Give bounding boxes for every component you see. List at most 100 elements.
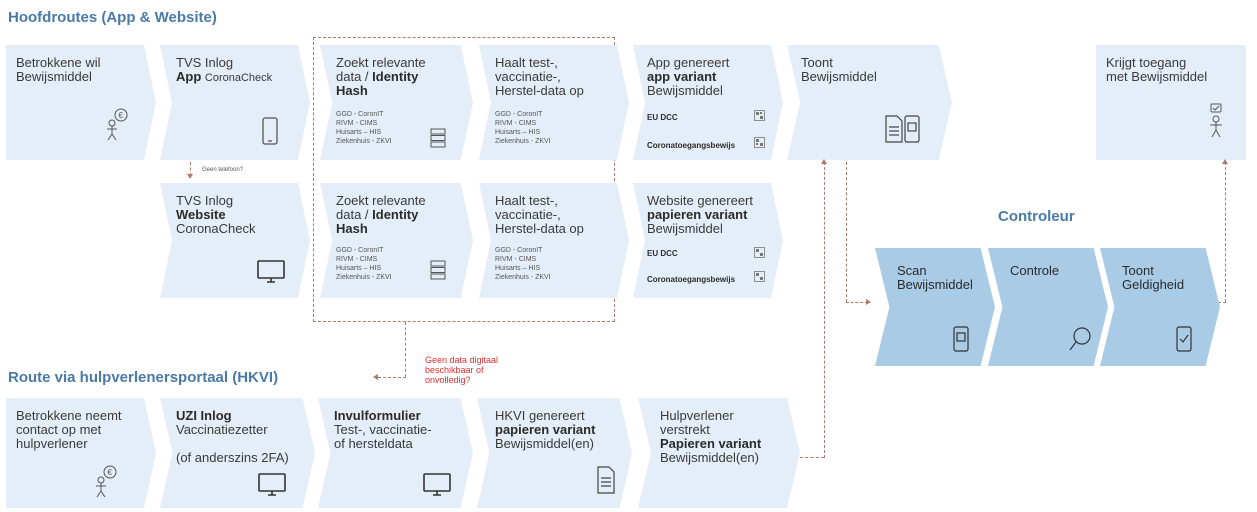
hkvi-gen-l2: papieren variant — [495, 422, 596, 437]
qr-icon — [754, 137, 765, 148]
invul-l3: of hersteldata — [334, 436, 413, 451]
source-list: GGD - CoronIT RIVM - CIMS Huisarts – HIS… — [336, 246, 392, 282]
source-item: GGD - CoronIT — [336, 247, 384, 254]
hkvi-step-invulformulier: Invulformulier Test-, vaccinatie- of her… — [318, 398, 473, 508]
step-website-genereert: Website genereert papieren variant Bewij… — [633, 183, 783, 298]
toont-l1: Toont — [801, 55, 833, 70]
main-route-title: Hoofdroutes (App & Website) — [8, 9, 217, 26]
hulp-l4: Bewijsmiddel(en) — [660, 450, 759, 465]
web-gen-l3: Bewijsmiddel — [647, 221, 723, 236]
geen-telefoon-label: Geen telefoon? — [202, 167, 244, 173]
document-icon — [885, 115, 921, 143]
betrokkene-label: Betrokkene wil Bewijsmiddel — [16, 55, 101, 84]
zoekt-l1: Zoekt relevante — [336, 193, 426, 208]
tvs-web-l1: TVS Inlog — [176, 193, 234, 208]
step-betrokkene: Betrokkene wil Bewijsmiddel € — [6, 45, 156, 160]
haalt-l3: Herstel-data op — [495, 221, 584, 236]
source-item: Ziekenhuis - ZKVI — [495, 274, 551, 281]
qr-icon — [754, 110, 765, 121]
source-item: Huisarts – HIS — [495, 129, 541, 136]
source-item: RIVM - CIMS — [495, 256, 537, 263]
haalt-l2: vaccinatie-, — [495, 207, 561, 222]
krijgt-l2: met Bewijsmiddel — [1106, 69, 1208, 84]
geldig-l2: Geldigheid — [1122, 277, 1185, 292]
hulp-l2: verstrekt — [660, 422, 710, 437]
step-controle: Controle — [988, 248, 1108, 366]
haalt-l1: Haalt test-, — [495, 55, 558, 70]
hkvi-step-uzi: UZI Inlog Vaccinatiezetter (of anderszin… — [160, 398, 315, 508]
source-item: GGD - CoronIT — [336, 111, 384, 118]
monitor-icon — [422, 472, 452, 498]
web-gen-l2: papieren variant — [647, 207, 748, 222]
source-item: RIVM - CIMS — [336, 120, 378, 127]
hkvi-betrokkene-l1: Betrokkene neemt — [16, 408, 122, 423]
tvs-app-l2a: App — [176, 69, 202, 84]
tvs-app-l2b: CoronaCheck — [204, 72, 273, 84]
missing-data-note: Geen data digitaal beschikbaar of onvoll… — [425, 355, 498, 385]
hkvi-gen-l3: Bewijsmiddel(en) — [495, 436, 594, 451]
ctb-label: Coronatoegangsbewijs — [647, 141, 736, 150]
svg-text:€: € — [119, 111, 124, 120]
eu-dcc-label: EU DCC — [647, 113, 678, 122]
controleur-title: Controleur — [998, 208, 1075, 225]
step-zoekt-web: Zoekt relevante data / Identity Hash GGD… — [320, 183, 473, 298]
step-zoekt-app: Zoekt relevante data / Identity Hash GGD… — [320, 45, 473, 160]
person-icon: € — [92, 464, 120, 498]
zoekt-l2a: data / — [336, 207, 373, 222]
haalt-l1: Haalt test-, — [495, 193, 558, 208]
source-item: RIVM - CIMS — [336, 256, 378, 263]
tvs-web-l2: Website — [176, 207, 226, 222]
invul-l1: Invulformulier — [334, 408, 421, 423]
magnifier-icon — [1068, 326, 1092, 352]
source-item: RIVM - CIMS — [495, 120, 537, 127]
note-l3: onvolledig? — [425, 375, 471, 385]
hkvi-step-hulpverlener: Hulpverlener verstrekt Papieren variant … — [638, 398, 800, 508]
uzi-l3: (of anderszins 2FA) — [176, 450, 289, 465]
step-toont-bewijsmiddel: Toont Bewijsmiddel — [787, 45, 952, 160]
toont-l2: Bewijsmiddel — [801, 69, 877, 84]
uzi-l1: UZI Inlog — [176, 408, 232, 423]
source-item: Ziekenhuis - ZKVI — [336, 138, 392, 145]
hulp-l1: Hulpverlener — [660, 408, 734, 423]
app-gen-l2: app variant — [647, 69, 717, 84]
hkvi-betrokkene-l3: hulpverlener — [16, 436, 88, 451]
source-item: GGD - CoronIT — [495, 111, 543, 118]
server-icon — [430, 260, 446, 280]
zoekt-l3: Hash — [336, 221, 368, 236]
person-check-icon — [1207, 103, 1225, 139]
scan-l2: Bewijsmiddel — [897, 277, 973, 292]
controle-label: Controle — [1010, 263, 1060, 278]
data-retrieval-group — [313, 37, 615, 322]
tvs-app-l1: TVS Inlog — [176, 55, 234, 70]
svg-text:€: € — [108, 468, 113, 477]
zoekt-l3: Hash — [336, 83, 368, 98]
hulp-l3: Papieren variant — [660, 436, 762, 451]
hkvi-step-genereert: HKVI genereert papieren variant Bewijsmi… — [477, 398, 632, 508]
smartphone-icon — [262, 117, 278, 145]
zoekt-l2b: Identity — [372, 69, 419, 84]
haalt-l3: Herstel-data op — [495, 83, 584, 98]
krijgt-l1: Krijgt toegang — [1106, 55, 1187, 70]
note-l1: Geen data digitaal — [425, 355, 499, 365]
scan-l1: Scan — [897, 263, 927, 278]
person-icon: € — [103, 107, 131, 141]
server-icon — [430, 128, 446, 148]
step-toont-geldigheid: Toont Geldigheid — [1100, 248, 1220, 366]
source-item: Ziekenhuis - ZKVI — [336, 274, 392, 281]
step-scan: Scan Bewijsmiddel — [875, 248, 995, 366]
app-gen-l1: App genereert — [647, 55, 730, 70]
eu-dcc-label: EU DCC — [647, 249, 678, 258]
step-haalt-web: Haalt test-, vaccinatie-, Herstel-data o… — [479, 183, 629, 298]
check-phone-icon — [1176, 326, 1192, 352]
smartphone-icon — [953, 326, 969, 352]
uzi-l2: Vaccinatiezetter — [176, 422, 268, 437]
zoekt-l1: Zoekt relevante — [336, 55, 426, 70]
hkvi-betrokkene-l2: contact op met — [16, 422, 102, 437]
step-tvs-website: TVS Inlog Website CoronaCheck — [160, 183, 310, 298]
source-list: GGD - CoronIT RIVM - CIMS Huisarts – HIS… — [336, 110, 392, 146]
web-gen-l1: Website genereert — [647, 193, 753, 208]
hkvi-route-title: Route via hulpverlenersportaal (HKVI) — [8, 369, 279, 386]
step-haalt-app: Haalt test-, vaccinatie-, Herstel-data o… — [479, 45, 629, 160]
source-item: Huisarts – HIS — [336, 265, 382, 272]
monitor-icon — [257, 472, 287, 498]
